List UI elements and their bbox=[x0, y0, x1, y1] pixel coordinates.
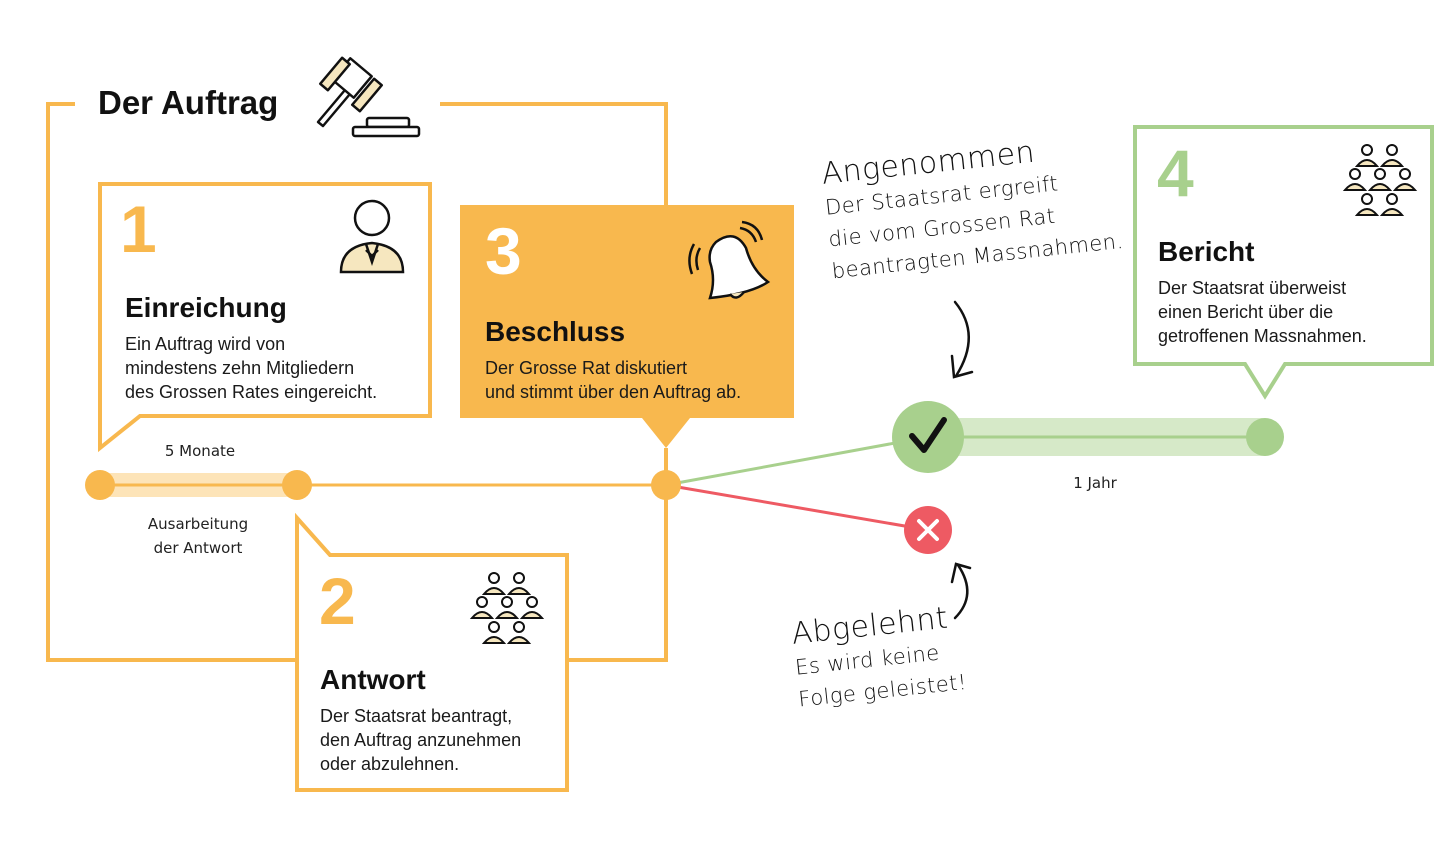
timeline-dot-report bbox=[1246, 418, 1284, 456]
gavel-icon bbox=[316, 56, 421, 138]
text-line: und stimmt über den Auftrag ab. bbox=[485, 382, 742, 402]
text-line: einen Bericht über die bbox=[1158, 302, 1334, 322]
group-icon-step-2 bbox=[469, 572, 545, 644]
rejected-branch bbox=[665, 483, 929, 532]
step-1-box bbox=[98, 182, 432, 453]
step-4-box bbox=[1133, 125, 1434, 400]
text-line: Der Staatsrat überweist bbox=[1158, 278, 1347, 298]
timeline-dot-answer bbox=[282, 470, 312, 500]
arrow-down-icon bbox=[950, 300, 974, 379]
auftrag-frame bbox=[46, 102, 668, 662]
step-2-box bbox=[295, 512, 569, 792]
text-line: mindestens zehn Mitgliedern bbox=[125, 358, 355, 378]
bell-icon bbox=[688, 220, 771, 300]
text-line: Ein Auftrag wird von bbox=[125, 334, 286, 354]
text-line: Ausarbeitung bbox=[147, 515, 249, 533]
step-1-text: Ein Auftrag wird von mindestens zehn Mit… bbox=[125, 332, 377, 404]
step-1-number: 1 bbox=[120, 192, 157, 266]
timeline-dot-decision bbox=[651, 470, 681, 500]
page-title: Der Auftrag bbox=[98, 84, 279, 121]
text-line: den Auftrag anzunehmen bbox=[320, 730, 522, 750]
text-line: getroffenen Massnahmen. bbox=[1158, 326, 1367, 346]
duration-5-monate: 5 Monate bbox=[164, 442, 236, 460]
step-1-heading: Einreichung bbox=[125, 292, 287, 323]
step-2-number: 2 bbox=[319, 564, 356, 638]
text-line: oder abzulehnen. bbox=[320, 754, 460, 774]
text-line: Der Staatsrat beantragt, bbox=[320, 706, 513, 726]
step-2-text: Der Staatsrat beantragt, den Auftrag anz… bbox=[320, 704, 521, 776]
timeline-dot-start bbox=[85, 470, 115, 500]
text-line: der Antwort bbox=[153, 539, 243, 557]
step-3-number: 3 bbox=[485, 214, 522, 288]
group-icon-step-4 bbox=[1342, 144, 1418, 216]
person-icon bbox=[339, 199, 405, 274]
rejected-annotation: Abgelehnt Es wird keine Folge geleistet! bbox=[790, 600, 968, 715]
duration-1-jahr: 1 Jahr bbox=[1073, 474, 1117, 492]
step-4-number: 4 bbox=[1157, 136, 1194, 210]
text-line: des Grossen Rates eingereicht. bbox=[125, 382, 378, 402]
x-icon bbox=[904, 506, 952, 554]
step-4-text: Der Staatsrat überweist einen Bericht üb… bbox=[1158, 276, 1367, 348]
check-icon bbox=[892, 401, 964, 473]
phase-label: Ausarbeitung der Antwort bbox=[138, 512, 258, 560]
text-line: Der Grosse Rat diskutiert bbox=[485, 358, 688, 378]
step-3-text: Der Grosse Rat diskutiert und stimmt übe… bbox=[485, 356, 741, 404]
step-4-heading: Bericht bbox=[1158, 236, 1255, 267]
step-2-heading: Antwort bbox=[320, 664, 426, 695]
accepted-branch bbox=[665, 435, 929, 487]
step-3-heading: Beschluss bbox=[485, 316, 626, 347]
arrow-up-icon bbox=[950, 562, 972, 620]
